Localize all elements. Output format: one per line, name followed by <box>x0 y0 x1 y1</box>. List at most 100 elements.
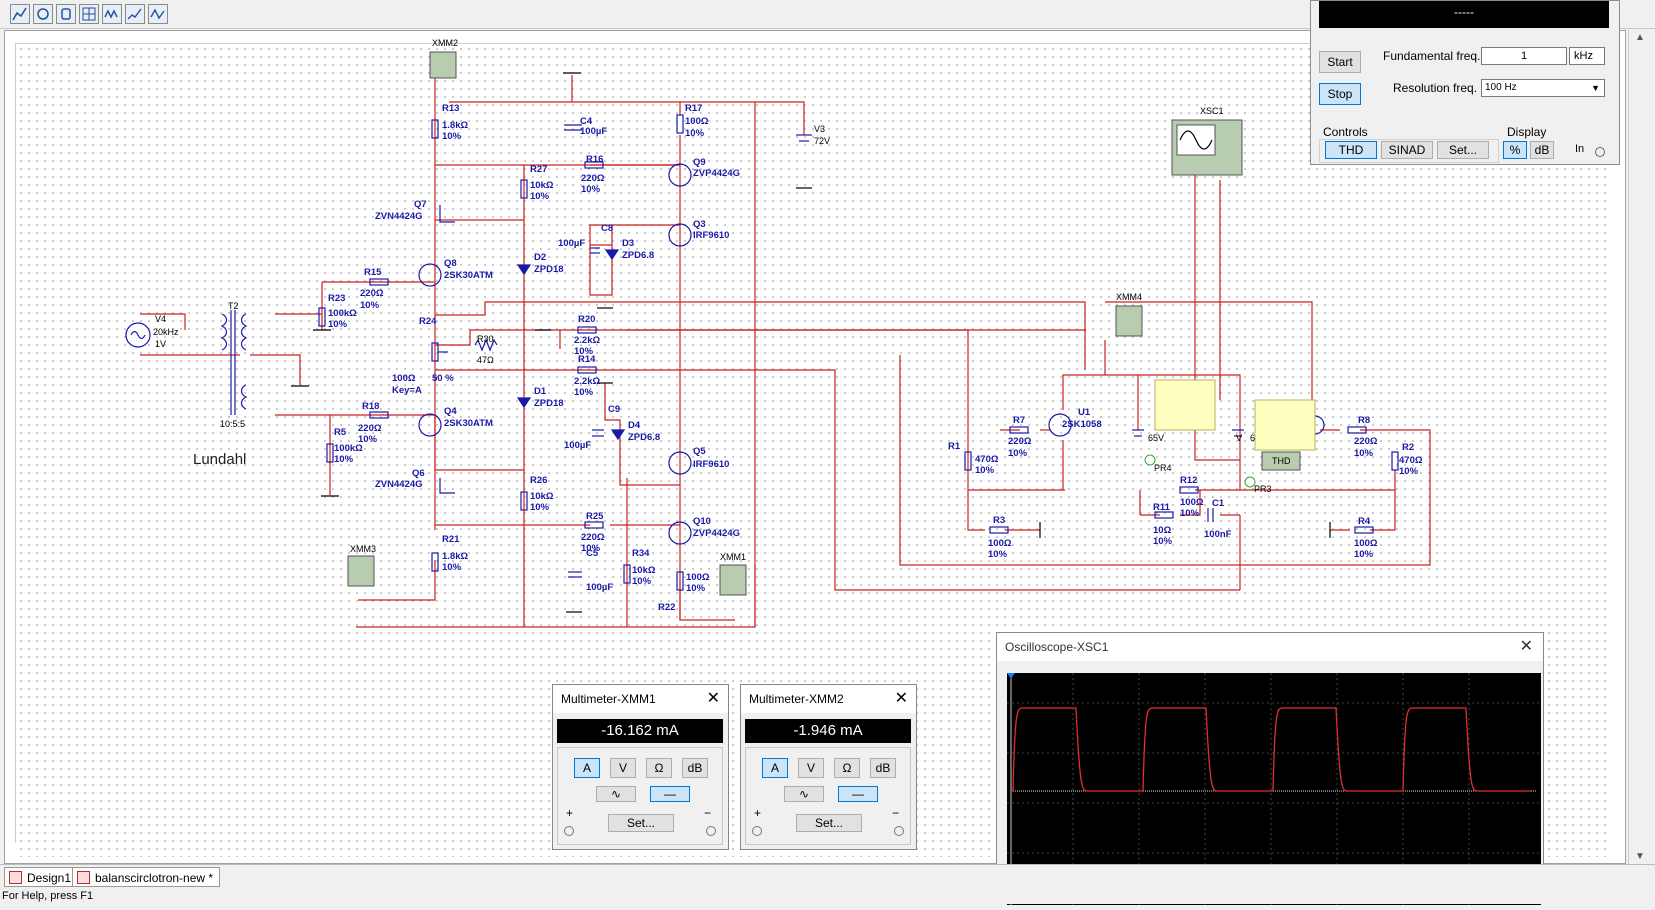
thd-button[interactable]: THD <box>1325 141 1377 159</box>
label-r2: R2 <box>1402 442 1414 453</box>
close-icon[interactable]: ✕ <box>894 690 908 707</box>
label-c1-value: 100nF <box>1204 529 1232 540</box>
label-r13: R13 <box>442 103 459 114</box>
label-r8-value: 220Ω <box>1354 436 1378 447</box>
fundamental-unit-select[interactable]: kHz <box>1569 47 1605 65</box>
label-r14: R14 <box>578 354 596 365</box>
label-q10-part: ZVP4424G <box>693 528 740 539</box>
terminal-icon[interactable] <box>894 826 904 836</box>
label-q4: Q4 <box>444 406 457 417</box>
vertical-scrollbar[interactable]: ▲ ▼ <box>1628 30 1653 864</box>
label-q8-part: 2SK30ATM <box>444 270 493 281</box>
ohmmeter-mode-button[interactable]: Ω <box>834 758 860 778</box>
in-label: In <box>1575 143 1585 155</box>
label-r8-tol: 10% <box>1354 448 1374 459</box>
label-r16-value: 220Ω <box>581 173 605 184</box>
close-icon[interactable]: ✕ <box>1519 638 1533 655</box>
stop-button[interactable]: Stop <box>1319 83 1361 105</box>
label-v3: V3 <box>814 124 825 134</box>
label-r7-value: 220Ω <box>1008 436 1032 447</box>
probe-icon[interactable] <box>33 4 53 24</box>
analyzer-icon[interactable] <box>79 4 99 24</box>
label-r4-value: 100Ω <box>1354 538 1378 549</box>
label-r3-tol: 10% <box>988 549 1008 560</box>
label-r7-tol: 10% <box>1008 448 1028 459</box>
tab-design1[interactable]: Design1 <box>4 867 79 887</box>
ruler-left <box>5 43 16 843</box>
label-xmm1: XMM1 <box>720 552 746 562</box>
ammeter-mode-button[interactable]: A <box>762 758 788 778</box>
plot-icon[interactable] <box>125 4 145 24</box>
label-r30-value: 47Ω <box>477 355 494 365</box>
multimeter-set-button[interactable]: Set... <box>796 814 862 832</box>
label-r20-value: 2.2kΩ <box>574 335 600 346</box>
label-q6-part: ZVN4424G <box>375 479 423 490</box>
label-d3-part: ZPD6.8 <box>622 250 654 261</box>
label-c1: C1 <box>1212 498 1225 509</box>
label-r11-value: 10Ω <box>1153 525 1172 536</box>
label-t2: T2 <box>228 301 239 311</box>
close-icon[interactable]: ✕ <box>706 690 720 707</box>
label-r8: R8 <box>1358 415 1370 426</box>
multimeter-set-button[interactable]: Set... <box>608 814 674 832</box>
terminal-icon[interactable] <box>752 826 762 836</box>
hand-icon[interactable] <box>56 4 76 24</box>
label-r23-value: 100kΩ <box>328 308 357 319</box>
label-r22-value: 100Ω <box>686 572 710 583</box>
dc-line-icon: — <box>852 787 864 801</box>
ruler-top <box>15 33 1615 44</box>
fundamental-freq-input[interactable]: 1 <box>1481 47 1567 65</box>
label-pr4: PR4 <box>1154 463 1172 473</box>
label-lundahl: Lundahl <box>193 451 246 468</box>
voltmeter-mode-button[interactable]: V <box>798 758 824 778</box>
label-r34-tol: 10% <box>632 576 652 587</box>
db-button[interactable]: dB <box>1530 141 1554 159</box>
dc-mode-button[interactable]: — <box>838 786 878 802</box>
voltmeter-mode-button[interactable]: V <box>610 758 636 778</box>
label-r24-pct: 50 % <box>432 373 454 384</box>
ohmmeter-mode-button[interactable]: Ω <box>646 758 672 778</box>
label-v-partial: V <box>1236 433 1242 443</box>
label-r15-value: 220Ω <box>360 288 384 299</box>
tab-balanscirclotron[interactable]: balanscirclotron-new * <box>72 867 221 887</box>
percent-button[interactable]: % <box>1503 141 1527 159</box>
label-q6: Q6 <box>412 468 425 479</box>
multimeter-xmm1-controls: A V Ω dB ∿ — + − Set... <box>557 747 723 845</box>
label-r1-tol: 10% <box>975 465 995 476</box>
dc-line-icon: — <box>664 787 676 801</box>
ac-mode-button[interactable]: ∿ <box>784 786 824 802</box>
terminal-icon[interactable] <box>706 826 716 836</box>
label-r3: R3 <box>993 515 1005 526</box>
wave-icon[interactable] <box>102 4 122 24</box>
scroll-up-icon[interactable]: ▲ <box>1635 32 1645 43</box>
ac-mode-button[interactable]: ∿ <box>596 786 636 802</box>
label-r5-value: 100kΩ <box>334 443 363 454</box>
start-button[interactable]: Start <box>1319 51 1361 73</box>
db-mode-button[interactable]: dB <box>682 758 708 778</box>
label-d1: D1 <box>534 386 547 397</box>
sinad-button[interactable]: SINAD <box>1381 141 1433 159</box>
label-r24-key: Key=A <box>392 385 422 396</box>
chart-icon[interactable] <box>148 4 168 24</box>
label-r16-tol: 10% <box>581 184 601 195</box>
design-tabs: Design1 balanscirclotron-new * <box>0 864 1655 889</box>
label-d2: D2 <box>534 252 546 263</box>
resolution-freq-select[interactable]: 100 Hz ▼ <box>1481 79 1605 97</box>
label-q3-part: IRF9610 <box>693 230 729 241</box>
dc-mode-button[interactable]: — <box>650 786 690 802</box>
label-r13-tol: 10% <box>442 131 462 142</box>
label-r7: R7 <box>1013 415 1025 426</box>
oscilloscope-xsc1-window: Oscilloscope-XSC1 ✕ <box>996 632 1544 905</box>
db-mode-button[interactable]: dB <box>870 758 896 778</box>
scroll-down-icon[interactable]: ▼ <box>1635 851 1645 862</box>
ammeter-mode-button[interactable]: A <box>574 758 600 778</box>
label-d2-part: ZPD18 <box>534 264 564 275</box>
minus-terminal-label: − <box>892 806 900 820</box>
label-q9-part: ZVP4424G <box>693 168 740 179</box>
grapher-icon[interactable] <box>10 4 30 24</box>
oscilloscope-title: Oscilloscope-XSC1 <box>997 633 1543 661</box>
label-d4-part: ZPD6.8 <box>628 432 660 443</box>
terminal-icon[interactable] <box>564 826 574 836</box>
label-r25-tol: 10% <box>581 543 601 554</box>
set-button[interactable]: Set... <box>1437 141 1489 159</box>
